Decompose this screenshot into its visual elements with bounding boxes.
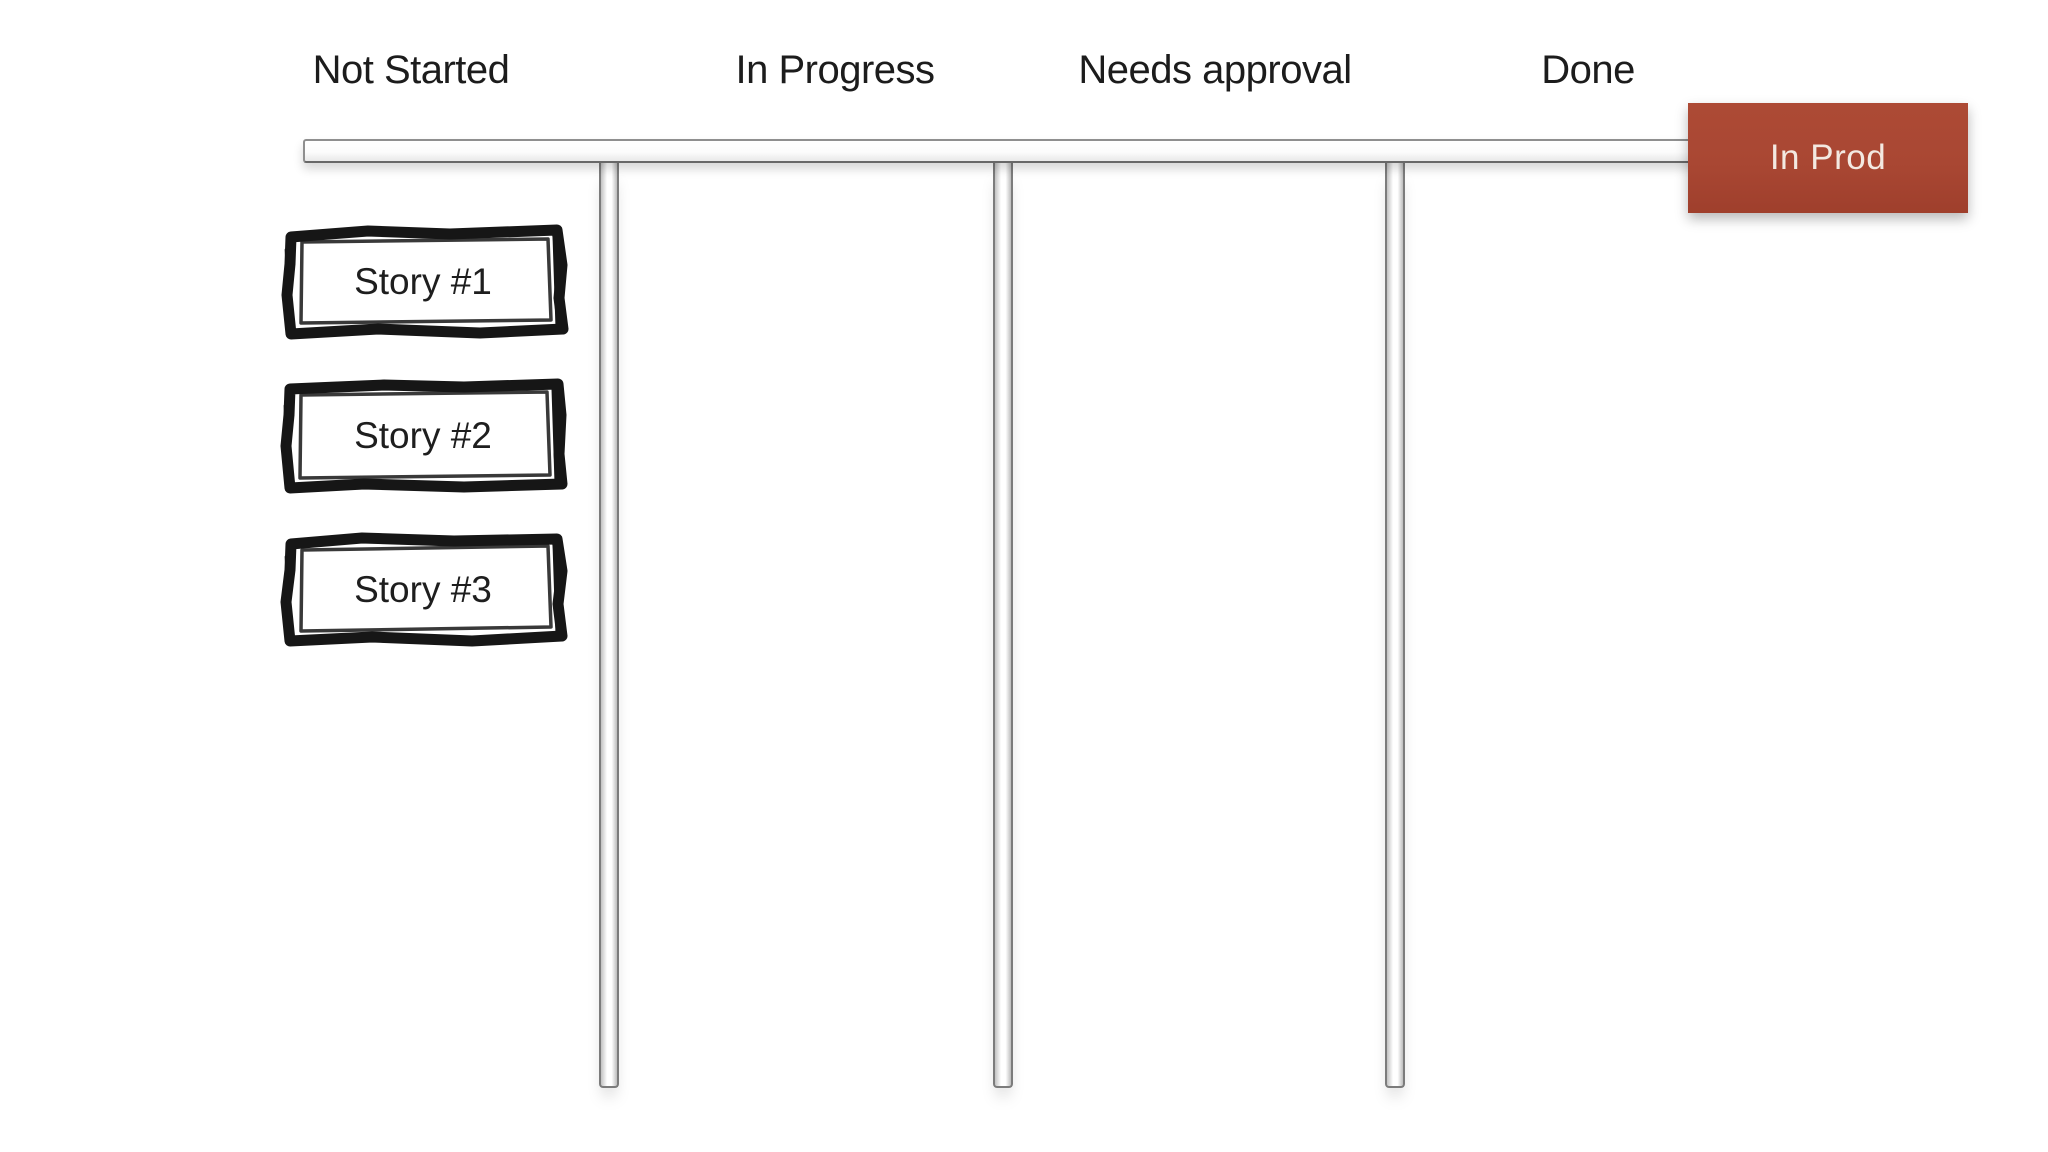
column-divider-1 (599, 163, 619, 1088)
column-header-needs-approval: Needs approval (1078, 48, 1352, 92)
story-card[interactable]: Story #1 (278, 220, 569, 344)
column-header-in-progress: In Progress (735, 48, 935, 92)
in-prod-banner: In Prod (1688, 103, 1968, 213)
in-prod-label: In Prod (1769, 138, 1887, 177)
column-divider-2 (993, 163, 1013, 1088)
story-card-label: Story #3 (354, 569, 492, 610)
column-header-done: Done (1541, 48, 1635, 92)
column-header-not-started: Not Started (312, 48, 510, 92)
story-card[interactable]: Story #3 (278, 528, 568, 652)
story-card[interactable]: Story #2 (278, 374, 568, 498)
story-card-label: Story #2 (354, 415, 492, 456)
board-top-rail (303, 139, 1700, 163)
story-card-label: Story #1 (354, 261, 492, 302)
column-divider-3 (1385, 163, 1405, 1088)
